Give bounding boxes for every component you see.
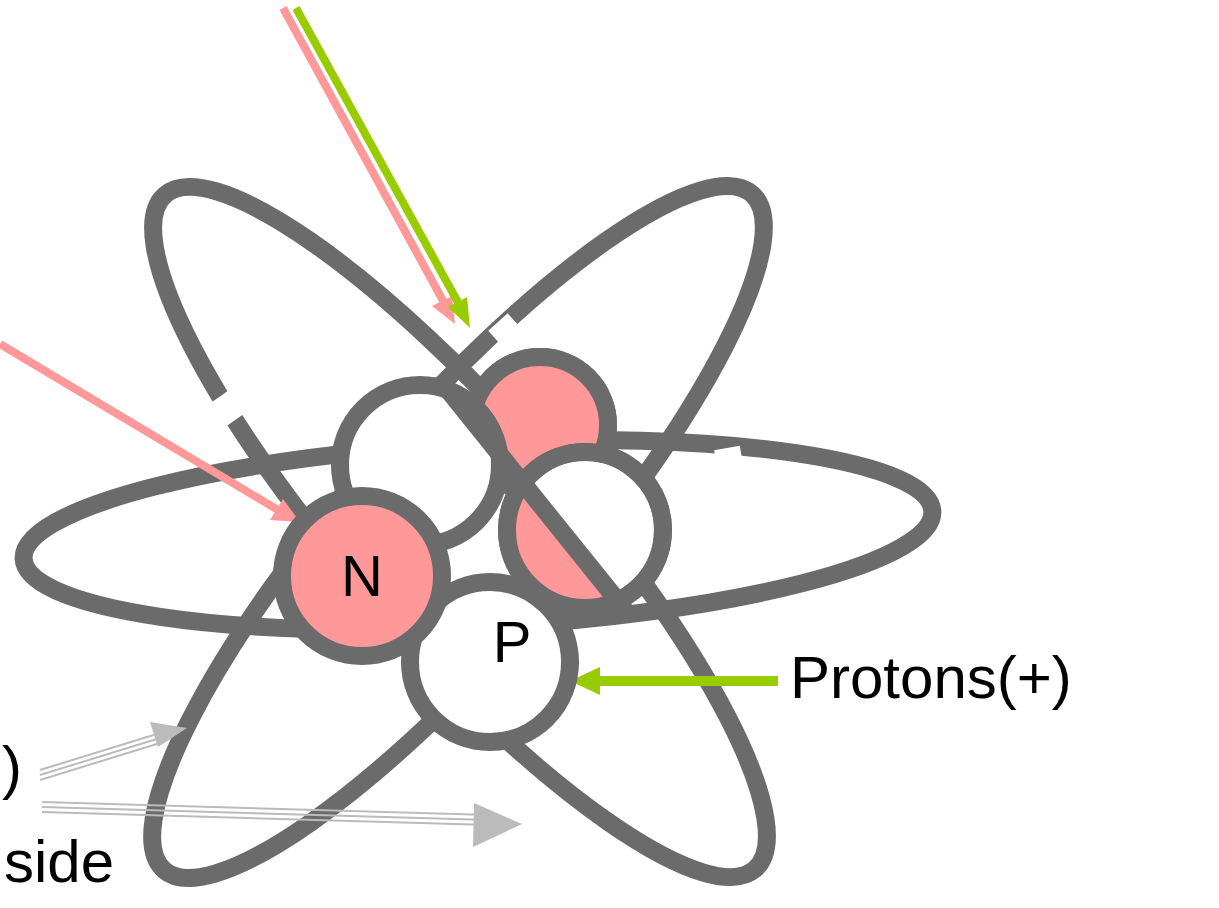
orbit-front [440, 380, 625, 610]
nucleon-circle: N [273, 487, 451, 665]
pointer-line [0, 344, 278, 510]
orbit-gap [727, 448, 731, 472]
orbit-gap [222, 395, 238, 418]
particle-letter: P [493, 613, 532, 671]
circle-shape [410, 582, 570, 742]
orbit-ellipse [80, 120, 837, 908]
text-holder: P [493, 613, 532, 671]
circle-shape [282, 496, 442, 656]
orbit-ellipse [81, 121, 840, 908]
pointer-line [598, 676, 778, 686]
orbits [19, 120, 937, 908]
pointer-arrows [0, 8, 778, 847]
part-label: Protons(+) [790, 648, 1072, 708]
arrow-head [150, 722, 187, 747]
text-holder: N [341, 547, 383, 605]
particle-letter: N [341, 547, 383, 605]
pointer-line [296, 8, 460, 306]
orbit-gap [498, 322, 514, 340]
gray-arrow [40, 733, 160, 780]
pointer-line [283, 8, 447, 308]
part-label: ) [2, 738, 22, 798]
arrow-head [448, 297, 470, 328]
arrow-head [473, 803, 522, 847]
gray-arrow [42, 802, 490, 825]
part-label: side [4, 832, 114, 892]
